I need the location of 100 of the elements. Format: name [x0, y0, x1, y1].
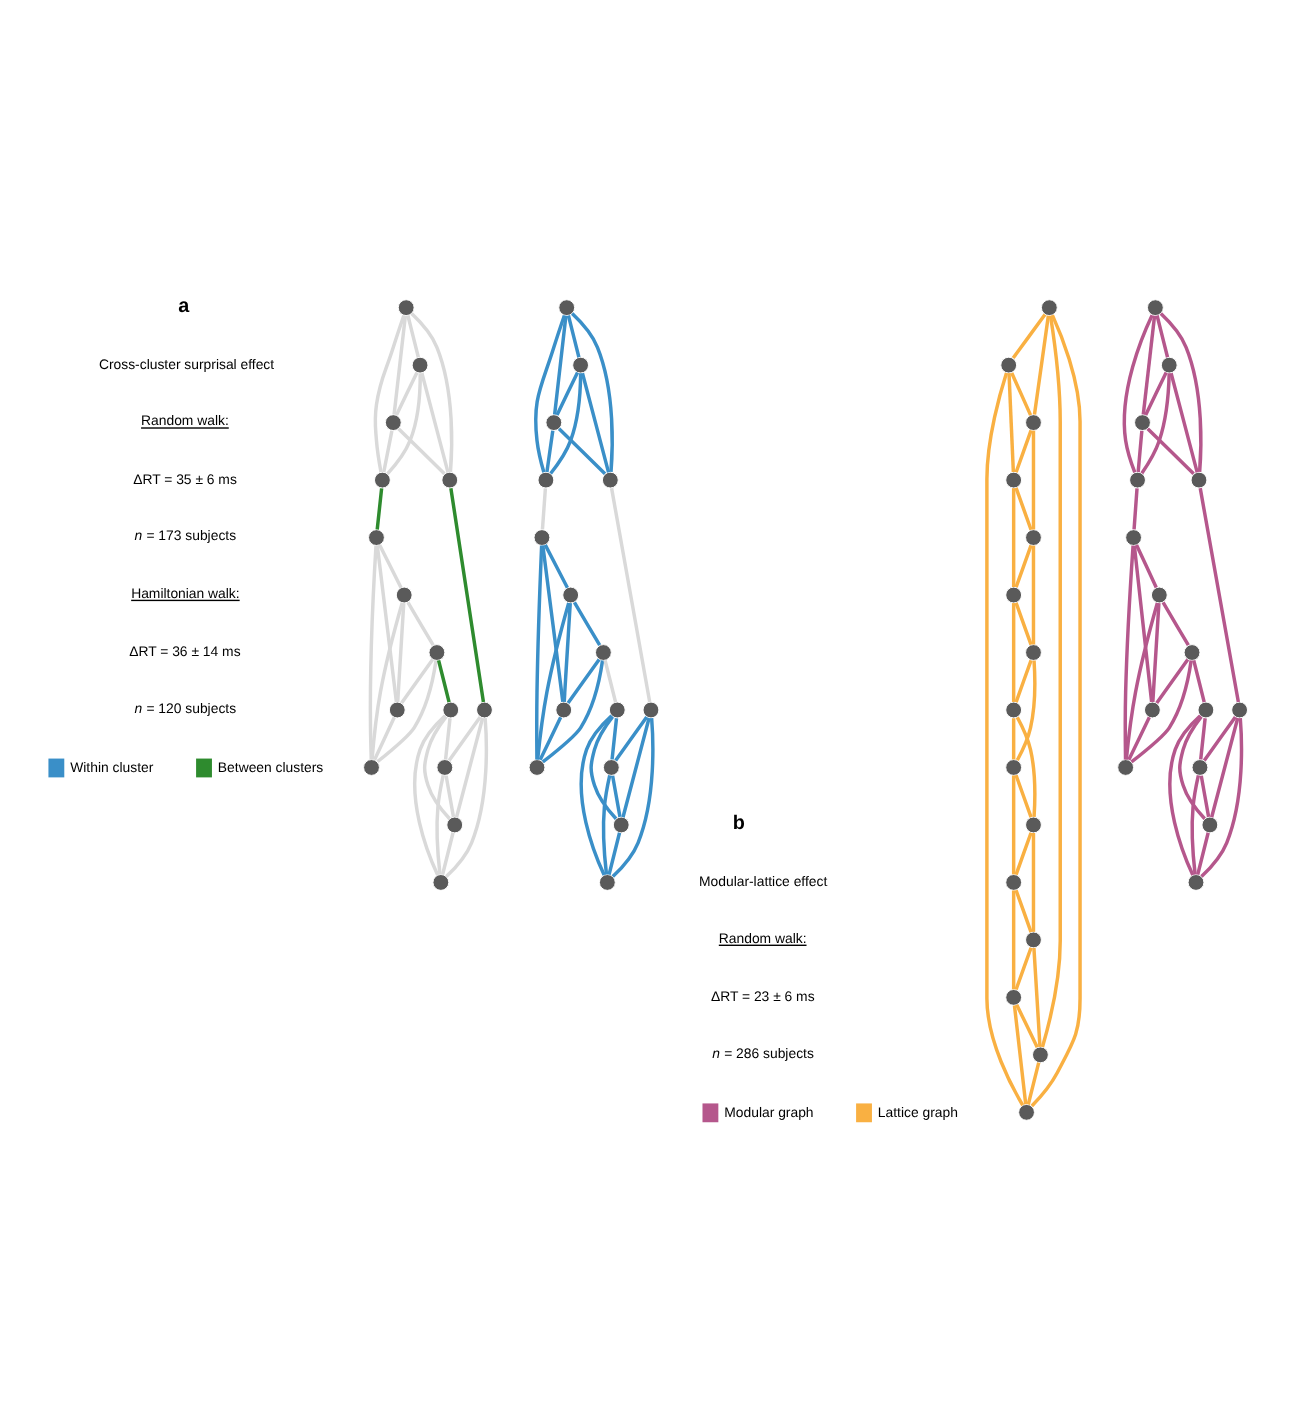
connector [566, 315, 581, 358]
connector [557, 427, 607, 476]
node-circle [1025, 931, 1042, 949]
connector [540, 488, 548, 530]
connector [1011, 313, 1047, 360]
connector [1014, 487, 1033, 531]
node-circle [608, 701, 626, 719]
connector [1178, 715, 1206, 820]
connector [436, 659, 451, 703]
node-circle [1005, 874, 1023, 891]
node-circle [1000, 356, 1018, 374]
label: a [178, 295, 190, 318]
connector [1015, 716, 1037, 817]
node-circle [1146, 299, 1164, 317]
node-circle [1032, 1046, 1049, 1064]
connector [445, 718, 489, 878]
connector [1136, 430, 1144, 473]
connector [406, 601, 435, 647]
connector [1031, 430, 1036, 530]
connector [443, 718, 452, 760]
node-circle [1160, 356, 1178, 374]
connector [545, 430, 555, 473]
node-circle [1197, 701, 1215, 719]
connector [1151, 603, 1161, 703]
node-circle [368, 529, 385, 546]
connector [1134, 544, 1158, 589]
node-circle [388, 701, 406, 719]
connector [571, 312, 614, 473]
node-circle [411, 356, 429, 374]
node-circle [1025, 644, 1042, 661]
node-circle [1005, 759, 1023, 776]
connector [1155, 315, 1170, 358]
node-circle [1117, 759, 1135, 776]
connector [1010, 372, 1033, 416]
connector [1168, 714, 1202, 876]
connector [373, 314, 406, 473]
node-circle [562, 586, 580, 604]
connector [1014, 544, 1033, 588]
connector [1124, 602, 1159, 760]
connector [1141, 315, 1157, 415]
connector [395, 603, 406, 703]
connector [1130, 660, 1193, 764]
node-circle [545, 414, 563, 432]
connector [610, 775, 622, 818]
node-circle [1134, 414, 1151, 432]
connector [610, 718, 619, 760]
connector [1007, 373, 1016, 473]
node-circle [642, 701, 660, 719]
node-circle [533, 529, 551, 546]
node-circle [428, 644, 446, 661]
node-circle [373, 471, 391, 489]
connector [1169, 372, 1199, 473]
node-circle [1005, 586, 1023, 604]
connector [1199, 775, 1211, 818]
connector [579, 714, 613, 876]
connector [1031, 545, 1036, 645]
connector [1014, 659, 1033, 703]
node-circle [476, 701, 493, 719]
connector [394, 371, 419, 416]
connector [406, 315, 421, 358]
connector [1026, 1062, 1041, 1105]
connector [985, 372, 1025, 1107]
node-circle [1129, 471, 1146, 489]
connector [1040, 315, 1062, 1048]
connector [420, 372, 450, 473]
connector [1014, 602, 1033, 646]
connector [535, 602, 571, 760]
connector [376, 660, 438, 764]
connector [435, 774, 445, 875]
node-circle [397, 299, 415, 317]
connector [541, 660, 605, 764]
connector [1122, 314, 1154, 473]
node-circle [436, 759, 454, 776]
connector [1012, 1005, 1028, 1105]
connector [1015, 1004, 1039, 1048]
connector [543, 544, 569, 589]
node-circle [1025, 529, 1042, 546]
node-circle [1183, 644, 1201, 661]
connector [454, 717, 485, 818]
node-circle [1150, 586, 1168, 604]
connector [368, 545, 378, 760]
connector [1032, 315, 1051, 415]
node-circle [1125, 529, 1142, 546]
connector [1011, 488, 1016, 587]
connector [549, 373, 583, 475]
node-circle [441, 471, 459, 489]
connector [609, 487, 652, 703]
node-circle [601, 471, 619, 489]
connector [607, 832, 622, 875]
connector [375, 545, 399, 703]
connector [552, 315, 568, 415]
node-circle [363, 759, 380, 776]
node-circle [1187, 874, 1205, 891]
connector [1123, 545, 1135, 760]
connector [373, 716, 396, 761]
connector [555, 371, 580, 416]
node-circle [1025, 816, 1042, 834]
connector [382, 430, 394, 473]
connector [1031, 833, 1036, 932]
node-circle [602, 759, 620, 776]
